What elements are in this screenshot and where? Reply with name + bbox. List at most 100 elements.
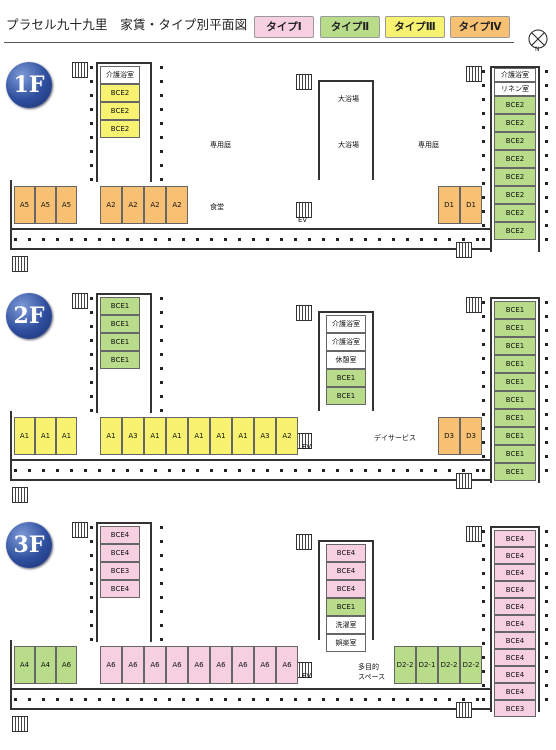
staircase-icon	[72, 293, 88, 309]
column-dot	[322, 238, 325, 241]
column-dot	[545, 343, 548, 346]
column-dot	[90, 164, 93, 167]
unit-bce4: BCE4	[494, 598, 536, 615]
column-dot	[434, 469, 437, 472]
wall	[96, 522, 152, 524]
column-dot	[545, 329, 548, 332]
column-dot	[482, 196, 485, 199]
column-dot	[294, 698, 297, 701]
center-4: BCE1	[326, 387, 366, 405]
column-dot	[160, 624, 163, 627]
column-dot	[126, 469, 129, 472]
wall	[150, 522, 152, 642]
unit-a3: A3	[254, 417, 276, 455]
column-dot	[90, 178, 93, 181]
unit-a6: A6	[276, 646, 298, 684]
column-dot	[482, 469, 485, 472]
unit-bce4: BCE4	[494, 581, 536, 598]
column-dot	[322, 698, 325, 701]
column-dot	[160, 94, 163, 97]
center-2: BCE4	[326, 580, 366, 598]
column-dot	[238, 238, 241, 241]
unit-a6: A6	[232, 646, 254, 684]
column-dot	[482, 98, 485, 101]
right-top-0: 介護浴室	[494, 68, 536, 82]
column-dot	[482, 238, 485, 241]
unit-bce1: BCE1	[494, 409, 536, 427]
column-dot	[168, 698, 171, 701]
column-dot	[378, 238, 381, 241]
staircase-icon	[296, 202, 312, 218]
column-dot	[482, 441, 485, 444]
column-dot	[90, 409, 93, 412]
column-dot	[545, 656, 548, 659]
wall	[10, 640, 12, 710]
column-dot	[482, 182, 485, 185]
column-dot	[482, 315, 485, 318]
column-dot	[160, 353, 163, 356]
column-dot	[336, 469, 339, 472]
column-dot	[160, 554, 163, 557]
unit-bce2: BCE2	[494, 222, 536, 240]
unit-bce4: BCE4	[494, 564, 536, 581]
column-dot	[482, 455, 485, 458]
column-dot	[482, 413, 485, 416]
column-dot	[482, 385, 485, 388]
column-dot	[545, 441, 548, 444]
column-dot	[434, 238, 437, 241]
column-dot	[28, 698, 31, 701]
column-dot	[545, 684, 548, 687]
column-dot	[545, 642, 548, 645]
area-label: EV	[298, 216, 308, 224]
column-dot	[140, 469, 143, 472]
column-dot	[90, 297, 93, 300]
column-dot	[482, 586, 485, 589]
column-dot	[545, 238, 548, 241]
unit-bce2: BCE2	[494, 168, 536, 186]
column-dot	[252, 698, 255, 701]
area-label: 大浴場	[338, 141, 359, 149]
area-label: EV	[302, 443, 312, 451]
column-dot	[420, 238, 423, 241]
column-dot	[406, 469, 409, 472]
unit-d2-2: D2-2	[394, 646, 416, 684]
column-dot	[160, 325, 163, 328]
column-dot	[545, 698, 548, 701]
center-2: 休憩室	[326, 351, 366, 369]
unit-bce1: BCE1	[100, 297, 140, 315]
wall	[490, 66, 492, 252]
wall	[490, 66, 540, 68]
column-dot	[482, 684, 485, 687]
column-dot	[252, 238, 255, 241]
column-dot	[160, 297, 163, 300]
column-dot	[336, 238, 339, 241]
wall	[372, 540, 374, 640]
column-dot	[545, 98, 548, 101]
wall	[372, 311, 374, 411]
column-dot	[160, 610, 163, 613]
column-dot	[154, 469, 157, 472]
column-dot	[545, 182, 548, 185]
wall	[10, 228, 490, 230]
unit-bce1: BCE1	[494, 445, 536, 463]
column-dot	[545, 371, 548, 374]
unit-d2-1: D2-1	[416, 646, 438, 684]
page-title: プラセル九十九里 家賃・タイプ別平面図	[6, 17, 248, 32]
wall	[318, 540, 320, 640]
unit-bce2: BCE2	[494, 186, 536, 204]
column-dot	[392, 698, 395, 701]
center-5: 娯楽室	[326, 634, 366, 652]
unit-a6: A6	[254, 646, 276, 684]
column-dot	[482, 329, 485, 332]
column-dot	[545, 154, 548, 157]
center-4: 洗濯室	[326, 616, 366, 634]
column-dot	[160, 381, 163, 384]
wall	[490, 297, 492, 483]
unit-bce2: BCE2	[100, 84, 140, 102]
unit-bce1: BCE1	[494, 301, 536, 319]
column-dot	[482, 301, 485, 304]
column-dot	[378, 469, 381, 472]
column-dot	[154, 238, 157, 241]
legend-type-2: タイプⅡ	[320, 16, 380, 38]
column-dot	[462, 238, 465, 241]
